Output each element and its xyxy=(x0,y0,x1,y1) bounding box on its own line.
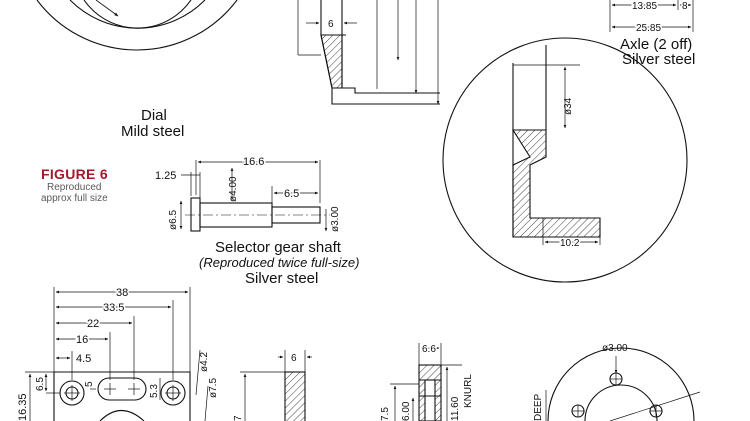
dim-plate-22: 22 xyxy=(87,318,99,330)
dim-plate-4-5: 4.5 xyxy=(76,353,91,365)
side-view xyxy=(240,350,312,421)
dim-shaft-dia6-5: ø6.5 xyxy=(168,210,179,230)
dim-plate-5-3: 5.3 xyxy=(149,384,160,398)
dim-plate-16: 16 xyxy=(76,334,88,346)
dim-detail-dia34: ø34 xyxy=(563,97,574,115)
dim-axle-8: 8 xyxy=(682,1,688,12)
dim-side-7: 7 xyxy=(233,415,244,421)
axle-view xyxy=(609,0,694,32)
figure-note-line1: Reproduced xyxy=(47,182,102,193)
dim-plate-33-5: 33.5 xyxy=(103,302,124,314)
dim-knob-knurl: KNURL xyxy=(463,374,474,408)
dim-detail-10-2: 10.2 xyxy=(560,238,580,249)
detail-view xyxy=(442,37,688,283)
dim-shaft-dia4: ø4.00 xyxy=(228,176,239,202)
dial-name: Dial xyxy=(141,107,167,124)
dim-plate-5: 5 xyxy=(84,381,95,387)
dim-plate-dia4-2: ø4.2 xyxy=(199,352,210,372)
selector-shaft-name: Selector gear shaft xyxy=(215,239,341,256)
figure-note-line2: approx full size xyxy=(41,193,108,204)
dim-knob-6-00: 6.00 xyxy=(401,401,412,421)
flange-view xyxy=(545,347,701,421)
knob-view xyxy=(390,343,462,421)
dim-axle-13-85: 13.85 xyxy=(632,1,657,12)
dim-knob-11-60: 11.60 xyxy=(450,396,461,421)
dim-side-6: 6 xyxy=(291,353,297,364)
dim-shaft-1-25: 1.25 xyxy=(155,170,176,182)
dim-flange-deep: DEEP xyxy=(533,393,544,421)
selector-shaft-material: Silver steel xyxy=(245,270,319,287)
figure-title: FIGURE 6 xyxy=(41,166,108,182)
dim-knob-7-5: 7.5 xyxy=(380,407,391,421)
dim-plate-6-5: 6.5 xyxy=(35,377,46,391)
dim-flange-dia3: ø3.00 xyxy=(602,343,628,354)
dim-axle-25-85: 25.85 xyxy=(636,23,661,34)
dim-dial-6: 6 xyxy=(328,19,334,30)
dim-shaft-dia3: ø3.00 xyxy=(330,206,341,232)
selector-shaft-view xyxy=(179,160,330,232)
dim-shaft-6-5: 6.5 xyxy=(284,188,299,200)
dial-section-view xyxy=(297,0,440,105)
selector-shaft-note: (Reproduced twice full-size) xyxy=(199,255,360,270)
dial-view xyxy=(36,0,238,51)
dim-plate-16-35: 16.35 xyxy=(17,393,29,421)
dim-plate-38: 38 xyxy=(116,287,128,299)
dial-material: Mild steel xyxy=(121,123,185,140)
axle-name: Axle (2 off) xyxy=(620,36,693,53)
plate-view xyxy=(25,287,209,421)
dim-shaft-16-6: 16.6 xyxy=(243,156,264,168)
dim-plate-dia7-5: ø7.5 xyxy=(208,378,219,398)
dim-knob-6-6: 6.6 xyxy=(422,344,436,355)
axle-material: Silver steel xyxy=(622,51,696,68)
